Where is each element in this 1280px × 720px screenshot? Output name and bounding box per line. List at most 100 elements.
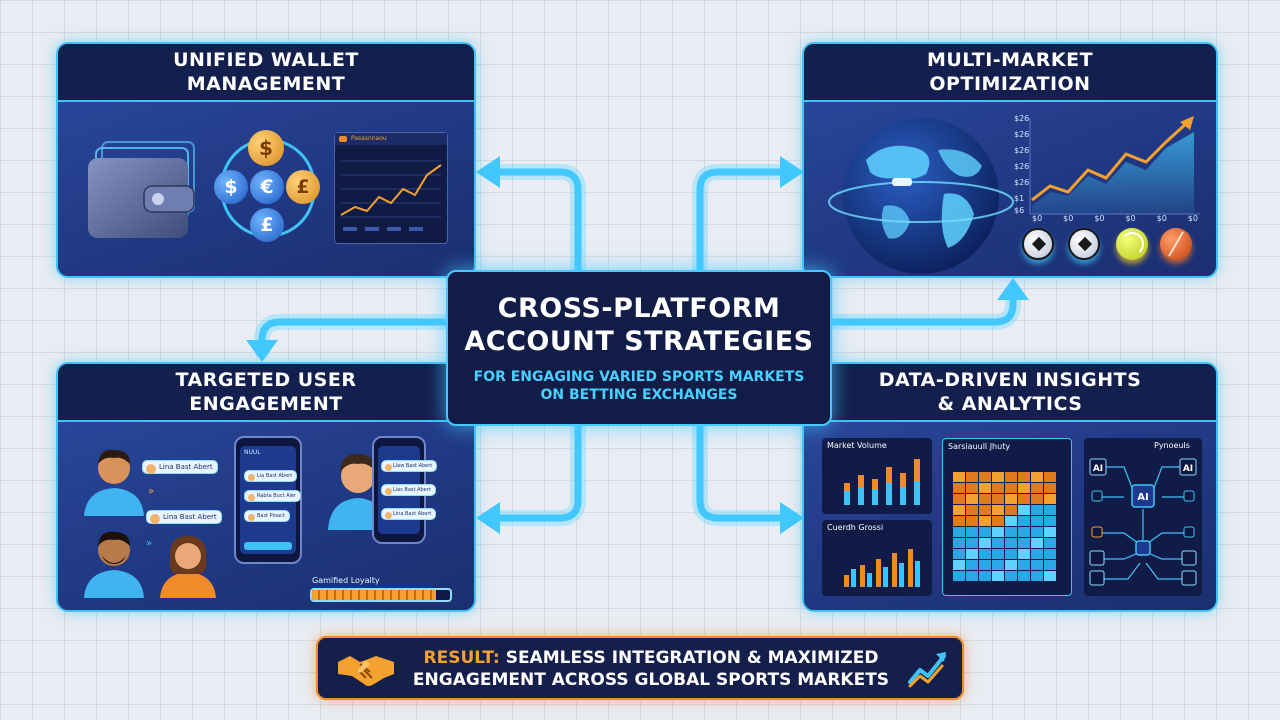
heatmap-cell xyxy=(979,505,991,515)
heatmap-cell xyxy=(953,516,965,526)
chat-text: Lina Bast Abert xyxy=(393,511,432,517)
bar-chart-icon xyxy=(844,549,920,587)
avatar xyxy=(248,494,255,501)
screen-header-text: Pasasnnaou xyxy=(351,135,387,142)
heatmap-cell xyxy=(1044,571,1056,581)
heatmap-cell xyxy=(992,494,1004,504)
heatmap-cell xyxy=(1005,527,1017,537)
heatmap-cell xyxy=(953,494,965,504)
ai-network-card: Pynoeuls AI AI AI xyxy=(1084,438,1202,596)
heatmap-cell xyxy=(966,538,978,548)
central-subtitle-line2: on Betting Exchanges xyxy=(540,387,738,403)
arrowhead-top-left xyxy=(476,156,500,188)
heatmap-cell xyxy=(1005,571,1017,581)
ai-network-icon: AI AI AI xyxy=(1089,458,1197,586)
panel-insights: Data-Driven Insights & Analytics Market … xyxy=(802,362,1218,612)
panel-title-line2: Engagement xyxy=(189,393,343,415)
heatmap-cell xyxy=(992,560,1004,570)
x-tick: $0 xyxy=(1094,214,1105,223)
user-avatar-icon xyxy=(84,531,144,598)
chat-bubble: Rabta Buct Aler xyxy=(244,490,302,502)
chat-text: Lina Bast Abert xyxy=(159,463,213,471)
heatmap-cell xyxy=(966,571,978,581)
heatmap-cell xyxy=(966,494,978,504)
central-strategy-box: Cross-Platform Account Strategies For En… xyxy=(446,270,832,426)
panel-title-line2: Management xyxy=(186,73,346,95)
avatar xyxy=(385,464,392,471)
loyalty-progress-bar xyxy=(310,588,452,602)
heatmap-cell xyxy=(1044,483,1056,493)
heatmap-cell xyxy=(1005,538,1017,548)
chat-bubble: Lia Bast Abert xyxy=(244,470,298,482)
heatmap-cell xyxy=(992,571,1004,581)
y-tick: $26 xyxy=(1014,130,1030,139)
panel-unified-wallet: Unified Wallet Management $ € £ £ $ Pasa… xyxy=(56,42,476,278)
heatmap-cell xyxy=(979,527,991,537)
chat-text: Lina Bast Abert xyxy=(163,513,217,521)
chevron-right-icon: » xyxy=(148,486,155,497)
avatar xyxy=(248,474,255,481)
panel-title-line1: Targeted User xyxy=(175,369,357,391)
arrowhead-mid-left xyxy=(246,340,278,362)
chat-text: Bast Pioact xyxy=(257,513,285,519)
heatmap-cell xyxy=(992,505,1004,515)
y-tick: $26 xyxy=(1014,146,1030,155)
chat-text: Llaw Bast Abert xyxy=(393,463,433,469)
avatar xyxy=(385,512,392,519)
heatmap-cell xyxy=(1018,505,1030,515)
heatmap-cell xyxy=(1031,560,1043,570)
heatmap-cell xyxy=(1044,538,1056,548)
heatmap-cell xyxy=(992,527,1004,537)
heatmap-cell xyxy=(1018,516,1030,526)
avatar xyxy=(150,514,160,524)
chat-bubble: Lias Bast Abert xyxy=(381,484,436,496)
heatmap-cell xyxy=(1005,549,1017,559)
result-banner: Result: Seamless Integration & Maximized… xyxy=(316,636,964,700)
coin-pound-bottom: £ xyxy=(250,208,284,242)
heatmap-cell xyxy=(979,483,991,493)
coin-pound-right: £ xyxy=(286,170,320,204)
heatmap-grid xyxy=(953,472,1056,581)
result-line1: Result: Seamless Integration & Maximized xyxy=(406,647,896,669)
panel-header: Multi-Market Optimization xyxy=(804,44,1216,102)
x-tick: $0 xyxy=(1156,214,1167,223)
soccer-ball-icon xyxy=(1022,228,1054,260)
result-text: Result: Seamless Integration & Maximized… xyxy=(406,647,896,691)
user-avatar-icon xyxy=(160,536,216,598)
x-tick: $0 xyxy=(1125,214,1136,223)
bar-chart-icon xyxy=(844,459,920,505)
heatmap-cell xyxy=(1031,483,1043,493)
chat-bubble: Llaw Bast Abert xyxy=(381,460,438,472)
handshake-icon xyxy=(338,656,394,686)
heatmap-cell xyxy=(1005,483,1017,493)
panel-title-line1: Multi-Market xyxy=(926,49,1094,71)
heatmap-cell xyxy=(979,549,991,559)
arrowhead-mid-right xyxy=(997,278,1029,300)
chat-text: Lia Bast Abert xyxy=(257,473,293,479)
avatar xyxy=(248,514,255,521)
heatmap-cell xyxy=(1005,472,1017,482)
heatmap-cell xyxy=(979,494,991,504)
arrowhead-top-right xyxy=(780,156,804,188)
heatmap-cell xyxy=(1018,472,1030,482)
phone-screen: Llaw Bast Abert Lias Bast Abert Lina Bas… xyxy=(378,446,438,534)
heatmap-cell xyxy=(953,549,965,559)
heatmap-cell xyxy=(966,549,978,559)
chat-bubble: Lina Bast Abert xyxy=(142,460,218,474)
panel-title-line1: Data-Driven Insights xyxy=(878,369,1142,391)
trend-up-icon xyxy=(908,652,946,688)
heatmap-card: Sarsiauull Jhuty xyxy=(942,438,1072,596)
market-volume-card: Market Volume xyxy=(822,438,932,514)
central-title: Cross-Platform Account Strategies xyxy=(448,292,830,358)
central-title-line1: Cross-Platform xyxy=(497,293,781,324)
heatmap-cell xyxy=(966,505,978,515)
result-line2: Engagement Across Global Sports Markets xyxy=(412,670,890,690)
heatmap-cell xyxy=(992,483,1004,493)
panel-multi-market: Multi-Market Optimization $26 $26 $26 $2… xyxy=(802,42,1218,278)
heatmap-cell xyxy=(1031,571,1043,581)
heatmap-cell xyxy=(1031,505,1043,515)
central-subtitle: For Engaging Varied Sports Markets on Be… xyxy=(448,368,830,404)
heatmap-cell xyxy=(1005,560,1017,570)
heatmap-cell xyxy=(992,538,1004,548)
loyalty-progress-fill xyxy=(312,590,437,600)
